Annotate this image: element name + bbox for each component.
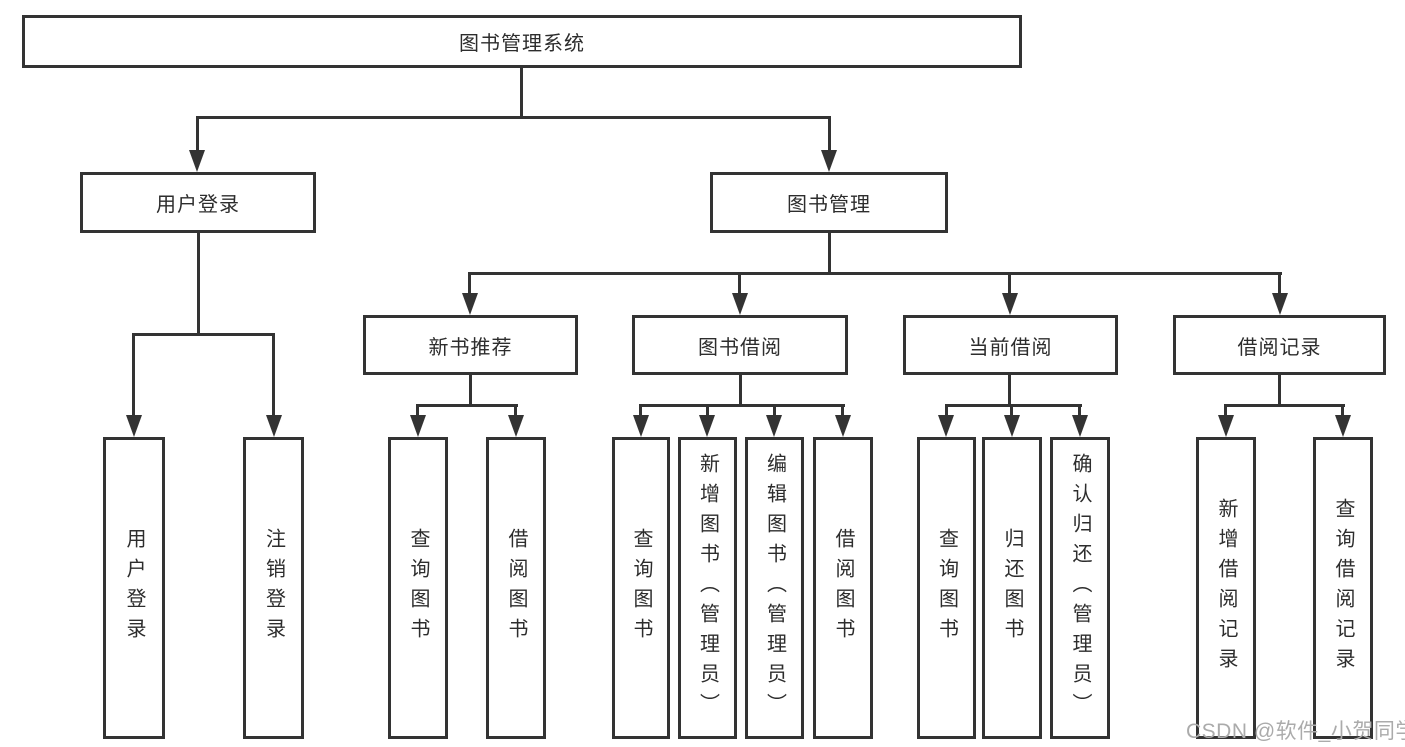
connector-line [469, 374, 472, 407]
arrowhead-down-icon [266, 415, 282, 437]
node-label: 新增借阅记录 [1215, 498, 1237, 678]
connector-line [132, 333, 135, 420]
arrowhead-down-icon [462, 293, 478, 315]
connector-line [639, 404, 845, 407]
node-label: 编辑图书（管理员） [763, 453, 786, 723]
leaf-borrow-books-1: 借阅图书 [486, 437, 546, 739]
node-label: 用户登录 [156, 194, 240, 216]
connector-line [1341, 404, 1344, 420]
arrowhead-down-icon [633, 415, 649, 437]
connector-line [1224, 404, 1345, 407]
connector-line [272, 333, 275, 420]
connector-line [639, 404, 642, 420]
connector-line [520, 66, 523, 118]
arrowhead-down-icon [410, 415, 426, 437]
connector-line [1278, 272, 1281, 298]
node-library-management-system: 图书管理系统 [22, 15, 1022, 68]
node-label: 借阅记录 [1237, 336, 1322, 359]
connector-line [1008, 272, 1011, 298]
arrowhead-down-icon [821, 150, 837, 172]
node-label: 查询图书 [630, 528, 652, 648]
connector-line [196, 116, 831, 119]
connector-line [828, 116, 831, 155]
arrowhead-down-icon [126, 415, 142, 437]
connector-line [773, 404, 776, 420]
node-label: 查询图书 [407, 528, 429, 648]
node-label: 确认归还（管理员） [1069, 453, 1091, 723]
connector-line [1224, 404, 1227, 420]
node-label: 当前借阅 [968, 336, 1053, 359]
connector-line [1078, 404, 1081, 420]
arrowhead-down-icon [189, 150, 205, 172]
node-borrow-records: 借阅记录 [1173, 315, 1386, 375]
leaf-query-books-2: 查询图书 [612, 437, 670, 739]
leaf-edit-books-admin: 编辑图书（管理员） [745, 437, 804, 739]
connector-line [416, 404, 518, 407]
connector-line [739, 374, 742, 407]
node-label: 借阅图书 [505, 528, 527, 648]
arrowhead-down-icon [508, 415, 524, 437]
arrowhead-down-icon [699, 415, 715, 437]
node-label: 借阅图书 [832, 528, 854, 648]
leaf-return-books: 归还图书 [982, 437, 1042, 739]
connector-line [706, 404, 709, 420]
connector-line [416, 404, 419, 420]
node-book-borrowing: 图书借阅 [632, 315, 848, 375]
leaf-logout: 注销登录 [243, 437, 304, 739]
arrowhead-down-icon [835, 415, 851, 437]
connector-line [1010, 404, 1013, 420]
arrowhead-down-icon [732, 293, 748, 315]
arrowhead-down-icon [1002, 293, 1018, 315]
node-user-login: 用户登录 [80, 172, 316, 233]
connector-line [514, 404, 517, 420]
leaf-query-books-3: 查询图书 [917, 437, 976, 739]
leaf-query-books-1: 查询图书 [388, 437, 448, 739]
node-label: 图书管理系统 [459, 33, 585, 55]
node-new-book-recommendation: 新书推荐 [363, 315, 578, 375]
leaf-query-borrow-record: 查询借阅记录 [1313, 437, 1373, 739]
connector-line [841, 404, 844, 420]
leaf-user-login: 用户登录 [103, 437, 165, 739]
arrowhead-down-icon [938, 415, 954, 437]
arrowhead-down-icon [1004, 415, 1020, 437]
node-label: 查询图书 [935, 528, 958, 648]
csdn-watermark: CSDN @软件_小贺同学 [1186, 720, 1405, 743]
connector-line [468, 272, 1282, 275]
connector-line [132, 333, 275, 336]
connector-line [197, 232, 200, 336]
arrowhead-down-icon [1072, 415, 1088, 437]
node-current-borrowing: 当前借阅 [903, 315, 1118, 375]
connector-line [1008, 374, 1011, 407]
arrowhead-down-icon [1335, 415, 1351, 437]
connector-line [945, 404, 948, 420]
connector-line [828, 232, 831, 275]
connector-line [1278, 374, 1281, 407]
node-label: 图书管理 [787, 194, 871, 216]
node-label: 归还图书 [1001, 528, 1023, 648]
arrowhead-down-icon [1272, 293, 1288, 315]
node-label: 用户登录 [123, 528, 145, 648]
node-label: 图书借阅 [698, 336, 782, 359]
node-label: 注销登录 [262, 528, 285, 648]
leaf-borrow-books-2: 借阅图书 [813, 437, 873, 739]
connector-line [196, 116, 199, 155]
connector-line [945, 404, 1082, 407]
node-book-management: 图书管理 [710, 172, 948, 233]
leaf-add-books-admin: 新增图书（管理员） [678, 437, 737, 739]
connector-line [738, 272, 741, 298]
connector-line [468, 272, 471, 298]
arrowhead-down-icon [1218, 415, 1234, 437]
arrowhead-down-icon [766, 415, 782, 437]
leaf-confirm-return-admin: 确认归还（管理员） [1050, 437, 1110, 739]
node-label: 查询借阅记录 [1332, 498, 1354, 678]
node-label: 新增图书（管理员） [696, 453, 719, 723]
node-label: 新书推荐 [428, 336, 513, 359]
leaf-add-borrow-record: 新增借阅记录 [1196, 437, 1256, 739]
